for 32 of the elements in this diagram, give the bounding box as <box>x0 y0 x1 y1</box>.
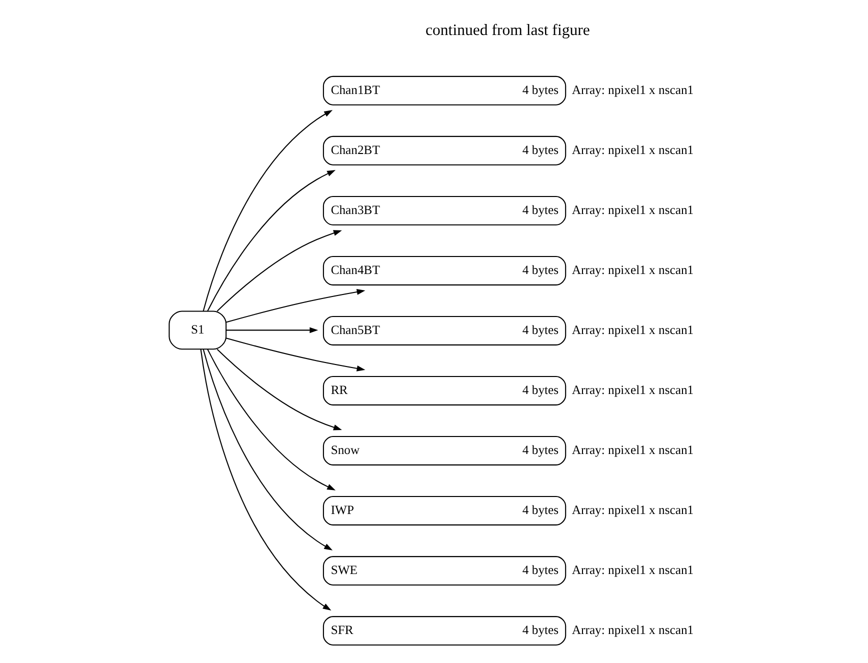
arrow <box>207 348 336 490</box>
arrow <box>200 349 332 611</box>
node-label: Array: npixel1 x nscan1 <box>572 262 694 277</box>
node-box: Chan5BT 4 bytes <box>322 316 566 346</box>
node-box: S1 <box>168 310 227 350</box>
label: continued from last figure <box>426 22 590 39</box>
arrow <box>226 327 318 334</box>
node-box: Snow 4 bytes <box>322 436 566 466</box>
arrow <box>216 348 342 430</box>
node-box: RR 4 bytes <box>322 376 566 406</box>
node-label: Array: npixel1 x nscan1 <box>572 142 694 157</box>
node-box: Chan3BT 4 bytes <box>322 196 566 226</box>
node-label: Array: npixel1 x nscan1 <box>572 82 694 97</box>
node-box: SFR 4 bytes <box>322 616 566 646</box>
node-label: Array: npixel1 x nscan1 <box>572 443 694 457</box>
arrow <box>216 230 342 312</box>
node-box: SWE 4 bytes <box>322 556 566 586</box>
node-box: Chan4BT 4 bytes <box>322 256 566 286</box>
node-label: Array: npixel1 x nscan1 <box>572 322 694 337</box>
arrow <box>202 110 333 312</box>
node-box: Chan1BT 4 bytes <box>322 76 566 106</box>
node-box: IWP 4 bytes <box>322 496 566 526</box>
arrow <box>226 289 366 323</box>
arrow <box>202 349 333 550</box>
node-label: Array: npixel1 x nscan1 <box>572 563 694 578</box>
arrow <box>226 338 366 372</box>
node-label: Array: npixel1 x nscan1 <box>572 503 694 518</box>
arrow <box>207 170 336 312</box>
node-label: Array: npixel1 x nscan1 <box>572 382 694 397</box>
node-label: Array: npixel1 x nscan1 <box>572 623 694 638</box>
node-label: Array: npixel1 x nscan1 <box>572 202 694 217</box>
node-box: Chan2BT 4 bytes <box>322 136 566 166</box>
